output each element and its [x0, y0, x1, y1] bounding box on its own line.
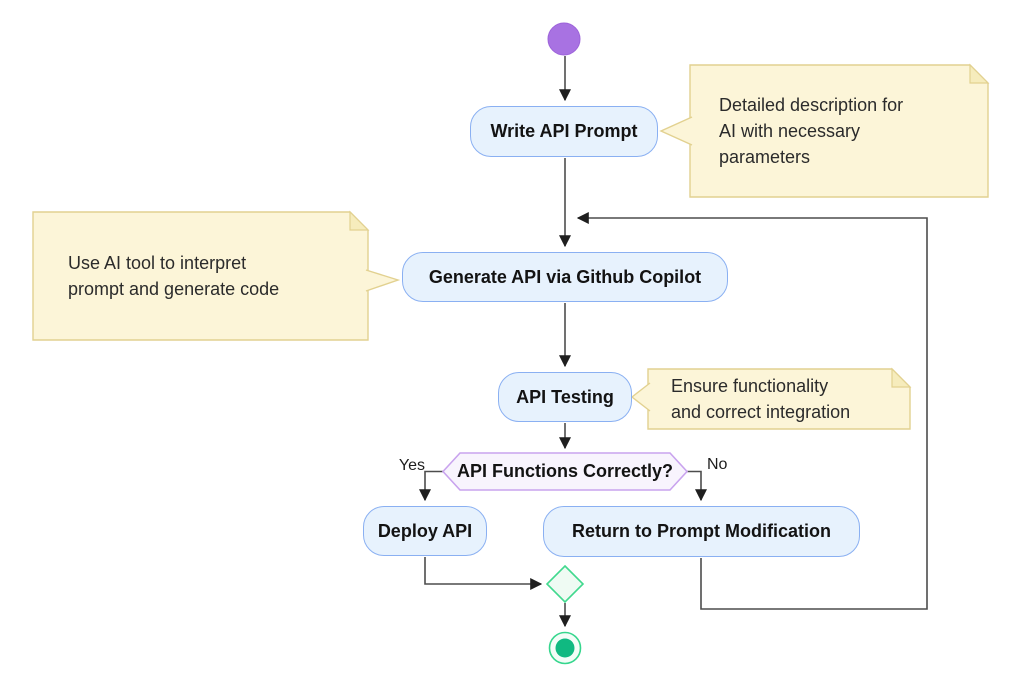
node-generate-api: Generate API via Github Copilot [402, 252, 728, 302]
note-tail [630, 382, 651, 412]
node-api-testing: API Testing [498, 372, 632, 422]
edge-decision-no-to-return [687, 470, 707, 502]
note-text-api-testing: Ensure functionality and correct integra… [671, 376, 851, 422]
node-return-to-prompt-modification: Return to Prompt Modification [543, 506, 860, 557]
node-label: API Testing [516, 386, 614, 407]
note-tail [365, 269, 401, 292]
node-write-api-prompt: Write API Prompt [470, 106, 658, 157]
note-generate-api [32, 210, 401, 341]
node-label: Write API Prompt [490, 121, 638, 141]
note-fold-icon [891, 367, 912, 388]
decision-label: API Functions Correctly? [456, 461, 674, 481]
note-fold-icon [349, 210, 370, 231]
edge-deploy-to-merge [424, 557, 543, 590]
note-text-generate-api: Use AI tool to interpret prompt and gene… [68, 253, 280, 299]
edge-return-loop-to-generate [576, 212, 928, 610]
edge-decision-yes-to-deploy [419, 470, 443, 502]
node-label: Return to Prompt Modification [572, 521, 831, 541]
edge-label-no: No [707, 456, 728, 473]
note-api-testing [630, 367, 912, 430]
node-label: Deploy API [377, 520, 473, 541]
note-write-api-prompt [659, 63, 990, 198]
decision-hexagon [441, 452, 689, 491]
node-deploy-api: Deploy API [363, 506, 487, 556]
start-state-circle [547, 22, 581, 56]
edge-label-yes: Yes [398, 457, 425, 474]
end-state-circle [548, 631, 582, 665]
note-fold-icon [969, 63, 990, 84]
note-text-write-api-prompt: Detailed description for AI with necessa… [719, 95, 904, 167]
node-label: Generate API via Github Copilot [428, 266, 702, 287]
note-tail [659, 116, 693, 146]
merge-diamond [545, 564, 585, 604]
